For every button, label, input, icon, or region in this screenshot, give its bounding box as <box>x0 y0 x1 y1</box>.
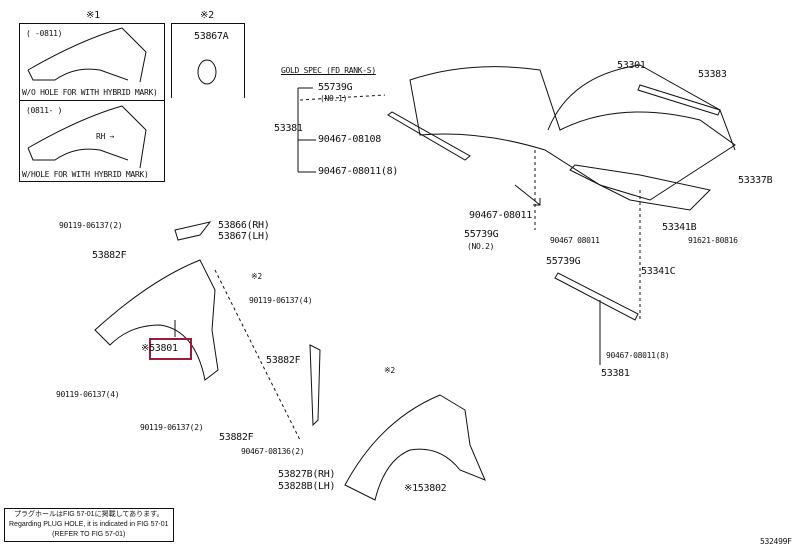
box1-caption: W/O HOLE FOR WITH HYBRID MARK) <box>22 88 158 97</box>
part-53882f[interactable]: 53882F <box>92 250 127 261</box>
arrow <box>514 184 541 206</box>
protector-53827b <box>309 344 321 427</box>
part-53828b[interactable]: 53828B(LH) <box>278 481 336 492</box>
part-55739g-no1[interactable]: 55739G <box>318 82 353 93</box>
part-53301[interactable]: 53301 <box>617 60 646 71</box>
mark-2: ※2 <box>200 10 214 21</box>
inset-fender-2 <box>27 105 147 169</box>
fender-liner-53801 <box>94 259 219 381</box>
inset-box-with-hole <box>19 100 165 182</box>
no2-label: (NO.2) <box>467 242 495 251</box>
part-90119-06137-2-b[interactable]: 90119-06137(2) <box>140 423 204 432</box>
part-53866[interactable]: 53866(RH) <box>218 220 270 231</box>
mark-1: ※1 <box>86 10 100 21</box>
note-line-1: プラグホールはFIG 57-01に掲載してあります。 <box>14 511 164 518</box>
part-90467-08011-8[interactable]: 90467-08011(8) <box>318 166 399 177</box>
hood-insulator <box>569 164 712 211</box>
part-53867a[interactable]: 53867A <box>194 31 229 42</box>
part-53882f-b[interactable]: 53882F <box>266 355 301 366</box>
part-53337b[interactable]: 53337B <box>738 175 773 186</box>
part-90119-06137-4-b[interactable]: 90119-06137(4) <box>56 390 120 399</box>
hood-right <box>547 64 736 151</box>
part-90467-08108[interactable]: 90467-08108 <box>318 134 381 145</box>
part-55739g[interactable]: 55739G <box>546 256 581 267</box>
gold-spec-label: GOLD SPEC (FD RANK-S) <box>281 66 376 75</box>
part-90119-06137-2[interactable]: 90119-06137(2) <box>59 221 123 230</box>
box2-range: (0811- ) <box>26 106 63 115</box>
figure-id: 532499F <box>760 537 792 546</box>
part-53827b[interactable]: 53827B(RH) <box>278 469 336 480</box>
part-53801[interactable]: ※53801 <box>141 343 178 354</box>
hood-53301 <box>409 66 736 201</box>
box2-caption: W/HOLE FOR WITH HYBRID MARK) <box>22 170 149 179</box>
part-90467-08011-b[interactable]: 90467 08011 <box>550 236 600 245</box>
mark-2-ref: ※2 <box>251 272 262 281</box>
note-line-2: Regarding PLUG HOLE, it is indicated in … <box>9 521 169 528</box>
fender-53802 <box>344 394 486 501</box>
part-53341c[interactable]: 53341C <box>641 266 676 277</box>
no1-label: (NO.1) <box>320 94 348 103</box>
seal-53383 <box>637 84 721 116</box>
clip-53867a <box>197 59 217 85</box>
box1-range: ( -0811) <box>26 29 63 38</box>
part-53882f-c[interactable]: 53882F <box>219 432 254 443</box>
part-53341b[interactable]: 53341B <box>662 222 697 233</box>
highlight-53801 <box>149 338 192 360</box>
part-55739g-no2[interactable]: 55739G <box>464 229 499 240</box>
plug-hole-note: プラグホールはFIG 57-01に掲載してあります。 Regarding PLU… <box>4 508 174 542</box>
weatherstrip-upper <box>387 111 471 161</box>
part-53383[interactable]: 53383 <box>698 69 727 80</box>
note-line-3[interactable]: (REFER TO FIG 57-01) <box>52 531 126 538</box>
box2-rh: RH → <box>96 132 115 141</box>
part-53802[interactable]: ※153802 <box>404 483 447 494</box>
weatherstrip-lower <box>554 272 639 321</box>
part-90467-08011[interactable]: 90467-08011 <box>469 210 532 221</box>
mark-2-fender: ※2 <box>384 366 395 375</box>
part-53381[interactable]: 53381 <box>274 123 303 134</box>
part-53867[interactable]: 53867(LH) <box>218 231 270 242</box>
part-90119-06137-4[interactable]: 90119-06137(4) <box>249 296 313 305</box>
part-53381-b[interactable]: 53381 <box>601 368 630 379</box>
part-91621-80816[interactable]: 91621-80816 <box>688 236 738 245</box>
inset-fender-1 <box>27 27 147 83</box>
part-90467-08011-8-b[interactable]: 90467-08011(8) <box>606 351 670 360</box>
fender-bracket <box>174 221 212 241</box>
inset-box-clip <box>171 23 245 98</box>
part-90467-08136[interactable]: 90467-08136(2) <box>241 447 305 456</box>
